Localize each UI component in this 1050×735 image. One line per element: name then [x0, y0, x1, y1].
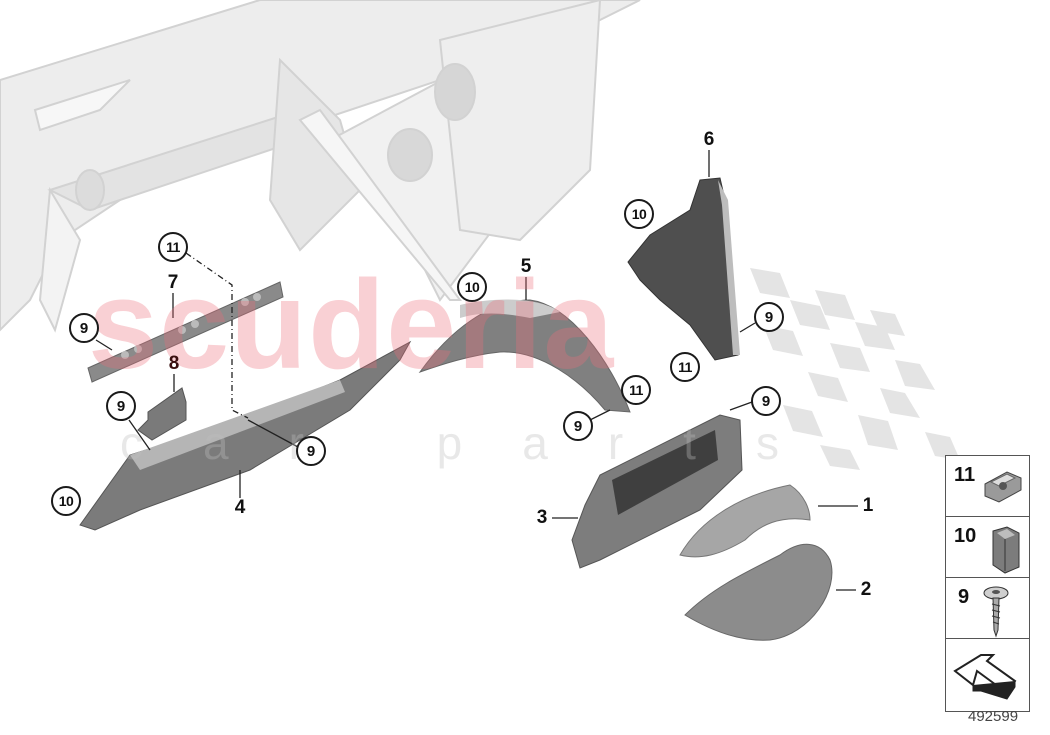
part-label-1[interactable]: 1	[862, 495, 874, 516]
spring-clip-icon	[992, 526, 1020, 574]
legend-number: 11	[954, 464, 976, 486]
part-label-6[interactable]: 6	[703, 129, 715, 150]
part-8-bracket	[137, 387, 187, 441]
watermark-brand: scuderia	[88, 254, 615, 395]
checkered-flag-watermark	[750, 268, 960, 470]
part-label-3[interactable]: 3	[536, 507, 548, 528]
legend-item-11[interactable]: 11	[946, 456, 1029, 517]
callout-11[interactable]: 11	[670, 352, 700, 382]
watermark-subtitle: car parts	[120, 417, 839, 469]
direction-arrow-icon	[953, 654, 1017, 700]
part-1-cover	[679, 484, 811, 558]
callout-9[interactable]: 9	[754, 302, 784, 332]
callout-9[interactable]: 9	[69, 313, 99, 343]
part-label-4[interactable]: 4	[234, 497, 246, 518]
legend-number: 9	[958, 586, 970, 608]
part-3-frame	[571, 414, 743, 569]
part-4-panel	[79, 340, 412, 531]
clip-nut-icon	[984, 471, 1022, 503]
callout-10[interactable]: 10	[457, 272, 487, 302]
callout-11[interactable]: 11	[621, 375, 651, 405]
fastener-legend: 11 10 9	[945, 455, 1030, 712]
part-label-2[interactable]: 2	[860, 579, 872, 600]
part-2-cover	[684, 543, 833, 641]
diagram-id-number: 492599	[968, 708, 1019, 725]
part-7-strip	[87, 281, 284, 383]
callout-9[interactable]: 9	[106, 391, 136, 421]
legend-item-10[interactable]: 10	[946, 517, 1029, 578]
legend-number: 10	[954, 525, 977, 547]
part-label-7[interactable]: 7	[167, 272, 179, 293]
legend-item-arrow[interactable]	[946, 639, 1029, 711]
legend-item-9[interactable]: 9	[946, 578, 1029, 639]
part-6-panel	[627, 177, 740, 361]
screw-icon	[983, 586, 1009, 638]
leader-lines	[95, 150, 858, 591]
part-label-5[interactable]: 5	[520, 256, 532, 277]
callout-10[interactable]: 10	[51, 486, 81, 516]
part-5-trim	[418, 299, 631, 413]
callout-11[interactable]: 11	[158, 232, 188, 262]
callout-9[interactable]: 9	[751, 386, 781, 416]
part-label-8[interactable]: 8	[168, 353, 180, 374]
dashboard-ghost	[0, 0, 641, 333]
callout-10[interactable]: 10	[624, 199, 654, 229]
callout-9[interactable]: 9	[563, 411, 593, 441]
callout-9[interactable]: 9	[296, 436, 326, 466]
